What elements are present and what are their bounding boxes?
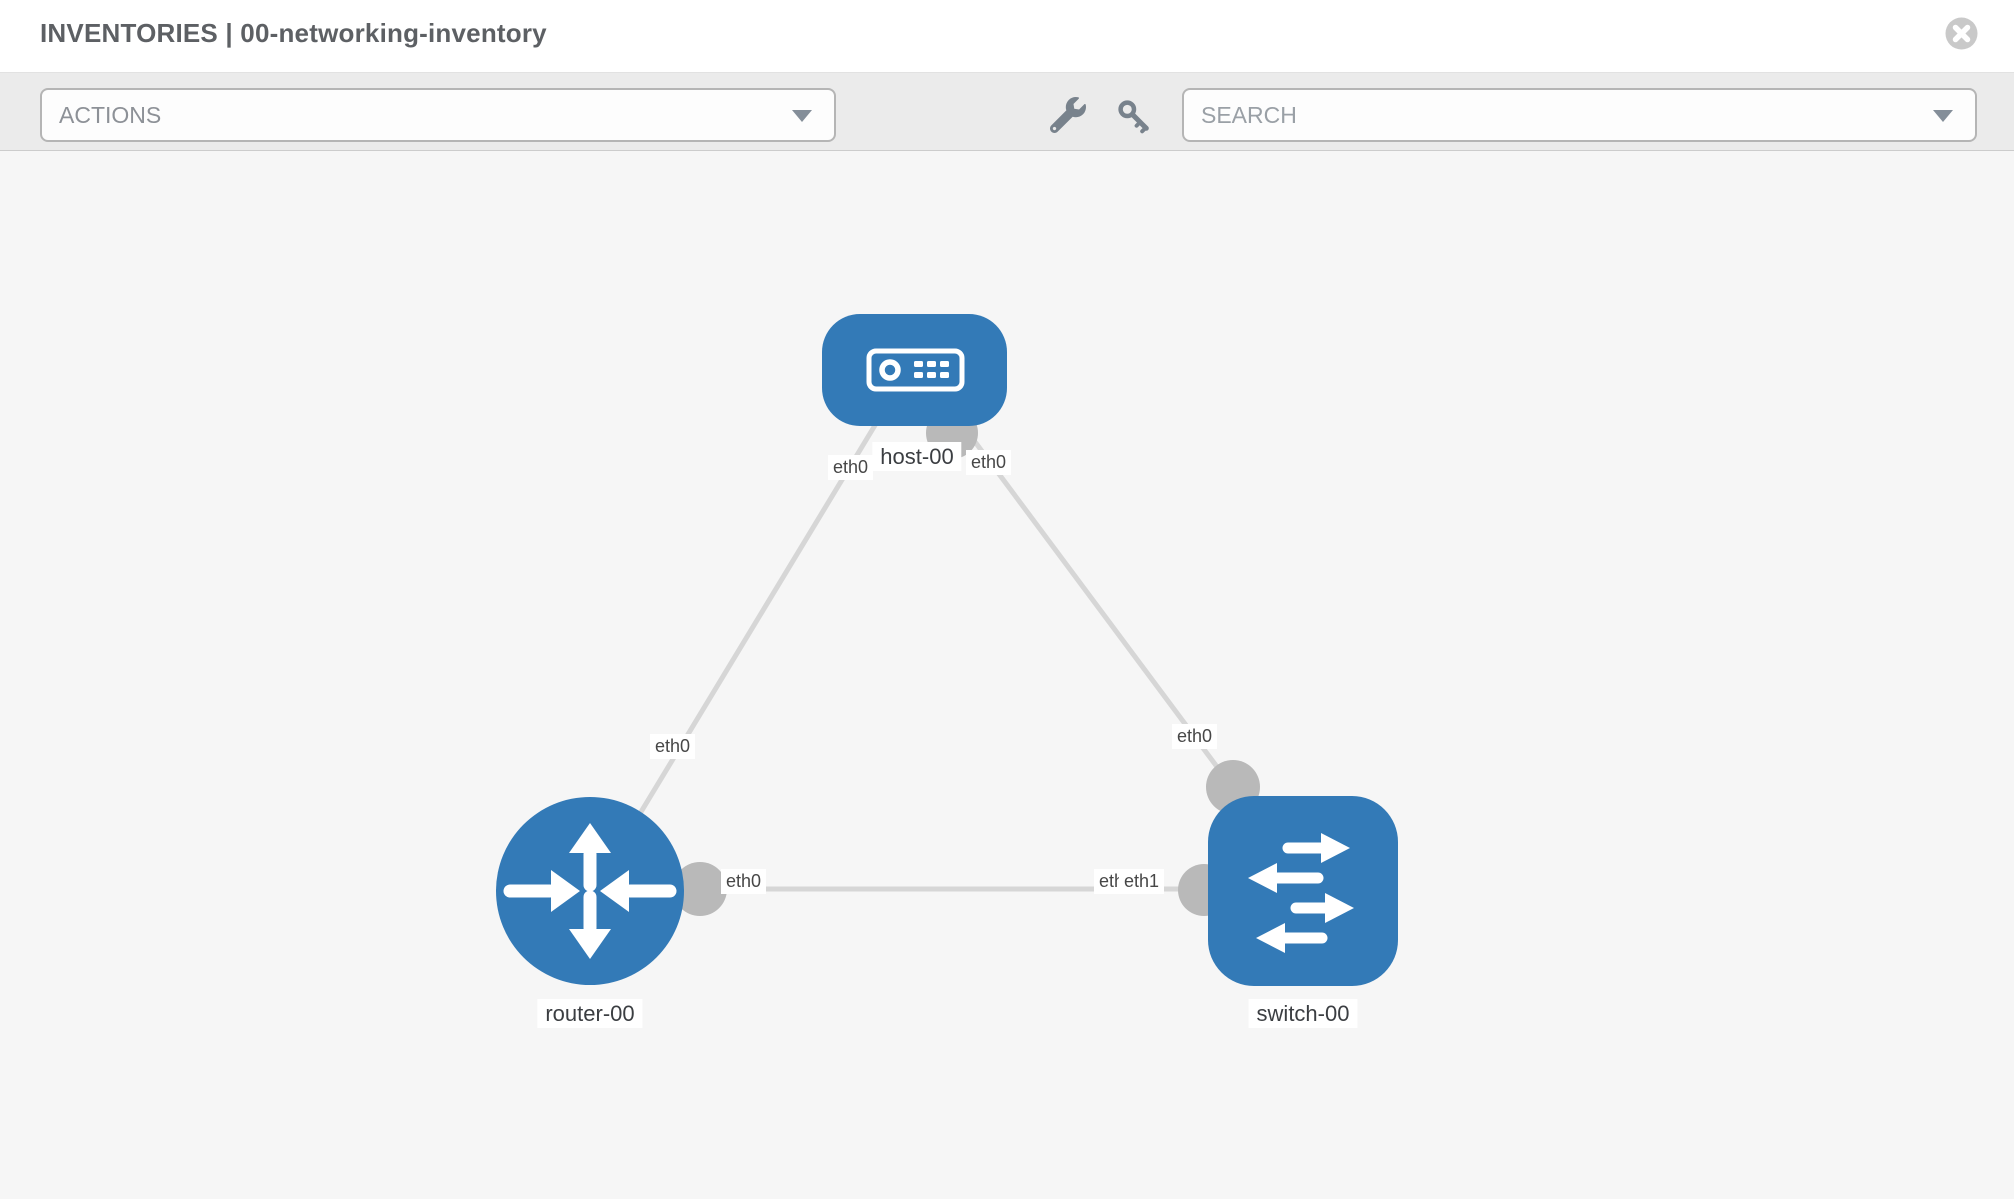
actions-dropdown[interactable]: ACTIONS bbox=[40, 88, 836, 142]
router-node-label: router-00 bbox=[537, 999, 643, 1029]
topology-svg bbox=[496, 314, 1398, 986]
link-router-host bbox=[595, 415, 883, 885]
topology-canvas[interactable]: eth0 eth0 eth0 eth0 eth0 eth0 eth1 host-… bbox=[0, 151, 2014, 1199]
wrench-icon bbox=[1049, 97, 1086, 134]
switch-node-label: switch-00 bbox=[1248, 999, 1358, 1029]
configure-button[interactable] bbox=[1046, 97, 1090, 135]
router-icon bbox=[503, 823, 677, 959]
router-node[interactable] bbox=[496, 797, 684, 985]
interface-label: eth0 bbox=[650, 734, 696, 759]
search-dropdown[interactable] bbox=[1182, 88, 1977, 142]
host-icon bbox=[866, 348, 965, 392]
connector-router-right bbox=[673, 862, 727, 916]
chevron-down-icon bbox=[1933, 110, 1953, 122]
header-bar: INVENTORIES | 00-networking-inventory bbox=[0, 0, 2014, 72]
credentials-button[interactable] bbox=[1112, 97, 1156, 135]
interface-label: eth0 bbox=[1172, 724, 1218, 749]
actions-dropdown-label: ACTIONS bbox=[59, 101, 162, 128]
key-icon bbox=[1118, 100, 1149, 134]
interface-label: eth0 bbox=[721, 869, 767, 894]
close-button[interactable] bbox=[1945, 17, 1978, 50]
chevron-down-icon bbox=[792, 110, 812, 122]
search-input[interactable] bbox=[1184, 90, 1975, 140]
interface-label: eth1 bbox=[1119, 869, 1165, 894]
host-node-label: host-00 bbox=[872, 442, 962, 472]
topology-links bbox=[595, 415, 1305, 892]
close-icon bbox=[1945, 17, 1978, 50]
toolbar: ACTIONS bbox=[0, 72, 2014, 151]
host-node[interactable] bbox=[822, 314, 1007, 426]
page-title: INVENTORIES | 00-networking-inventory bbox=[40, 18, 547, 48]
interface-connectors bbox=[673, 407, 1260, 916]
switch-node[interactable] bbox=[1208, 796, 1398, 986]
interface-label: eth0 bbox=[828, 455, 874, 480]
interface-label: eth0 bbox=[966, 450, 1012, 475]
switch-icon bbox=[1248, 833, 1354, 953]
